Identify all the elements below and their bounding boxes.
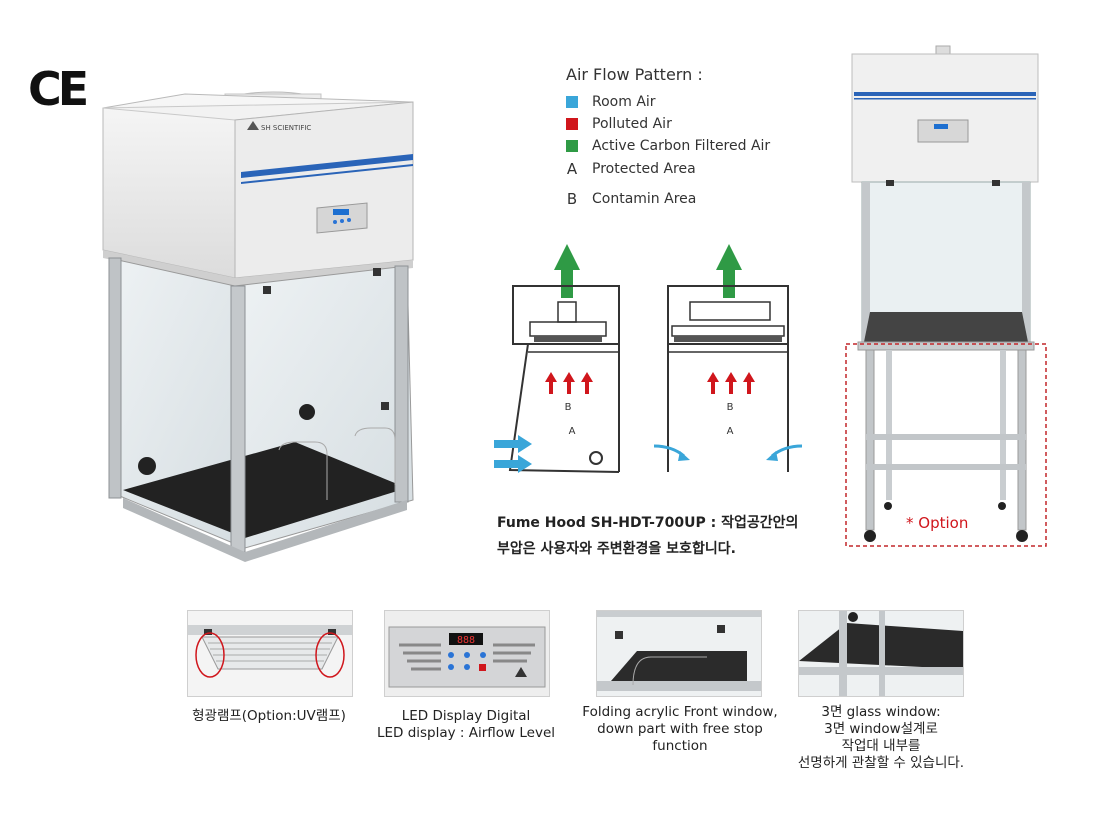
- legend-label: Polluted Air: [592, 116, 672, 132]
- feature-caption-glass-window: 3면 glass window: 3면 window설계로 작업대 내부를 선명…: [776, 704, 986, 772]
- product-description: Fume Hood SH-HDT-700UP : 작업공간안의 부압은 사용자와…: [497, 510, 798, 562]
- diagram-label-b: B: [565, 402, 572, 413]
- legend-item-filtered-air: Active Carbon Filtered Air: [566, 138, 770, 154]
- feature-image-led-display: 888: [384, 610, 550, 697]
- caption-line: 선명하게 관찰할 수 있습니다.: [797, 755, 965, 771]
- caption-line: LED Display Digital: [401, 708, 531, 724]
- caption-line: 3면 window설계로: [824, 721, 938, 737]
- caption-line: 작업대 내부를: [841, 738, 921, 754]
- legend-item-protected-area: A Protected Area: [566, 160, 696, 178]
- feature-image-front-window: [596, 610, 762, 697]
- polluted-air-swatch: [566, 118, 578, 130]
- feature-caption-lamp: 형광램프(Option:UV램프): [172, 708, 366, 725]
- legend-title: Air Flow Pattern :: [566, 65, 703, 84]
- caption-line: Folding acrylic Front window,: [582, 704, 778, 720]
- legend-label: Active Carbon Filtered Air: [592, 138, 771, 154]
- feature-image-glass-window: [798, 610, 964, 697]
- caption-line: 형광램프(Option:UV램프): [192, 708, 346, 724]
- fume-hood-main-image: SH SCIENTIFIC: [95, 90, 435, 570]
- description-line-1: Fume Hood SH-HDT-700UP : 작업공간안의: [497, 515, 799, 531]
- legend-item-polluted-air: Polluted Air: [566, 116, 672, 132]
- legend-label: Room Air: [592, 94, 656, 110]
- room-air-swatch: [566, 96, 578, 108]
- legend-marker-b: B: [566, 190, 578, 208]
- legend-label: Protected Area: [592, 161, 696, 177]
- airflow-diagram-left: B A: [488, 240, 638, 485]
- diagram-label-a: A: [727, 426, 734, 437]
- legend-item-room-air: Room Air: [566, 94, 656, 110]
- diagram-label-a: A: [569, 426, 576, 437]
- filtered-air-swatch: [566, 140, 578, 152]
- option-label: * Option: [906, 514, 969, 532]
- legend-marker-a: A: [566, 160, 578, 178]
- caption-line: LED display : Airflow Level: [376, 725, 556, 741]
- feature-caption-led: LED Display Digital LED display : Airflo…: [366, 708, 566, 742]
- fume-hood-with-stand-image: [842, 44, 1052, 550]
- lcd-display: 888: [457, 635, 475, 646]
- ce-mark-logo: CE: [28, 62, 89, 116]
- diagram-label-b: B: [727, 402, 734, 413]
- legend-label: Contamin Area: [592, 191, 697, 207]
- brand-label: SH SCIENTIFIC: [261, 124, 311, 132]
- feature-caption-front-window: Folding acrylic Front window, down part …: [570, 704, 790, 755]
- feature-image-lamp: [187, 610, 353, 697]
- caption-line: 3면 glass window:: [821, 704, 941, 720]
- caption-line: function: [652, 738, 708, 754]
- legend-item-contamin-area: B Contamin Area: [566, 190, 697, 208]
- description-line-2: 부압은 사용자와 주변환경을 보호합니다.: [497, 541, 736, 557]
- caption-line: down part with free stop: [597, 721, 763, 737]
- airflow-diagram-right: B A: [650, 240, 810, 485]
